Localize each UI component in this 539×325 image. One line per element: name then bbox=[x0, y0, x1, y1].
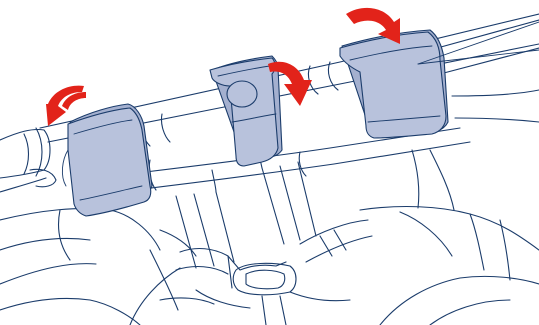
right-tube bbox=[455, 118, 539, 122]
left-clip bbox=[62, 104, 152, 216]
right-tube bbox=[452, 90, 539, 96]
center-clip bbox=[210, 56, 282, 166]
harness-buckle bbox=[160, 220, 372, 325]
shoulder-straps bbox=[176, 150, 316, 268]
left-handle bbox=[0, 128, 56, 192]
right-clip bbox=[340, 30, 448, 138]
right-tube bbox=[430, 20, 539, 50]
clip-button bbox=[227, 81, 257, 107]
